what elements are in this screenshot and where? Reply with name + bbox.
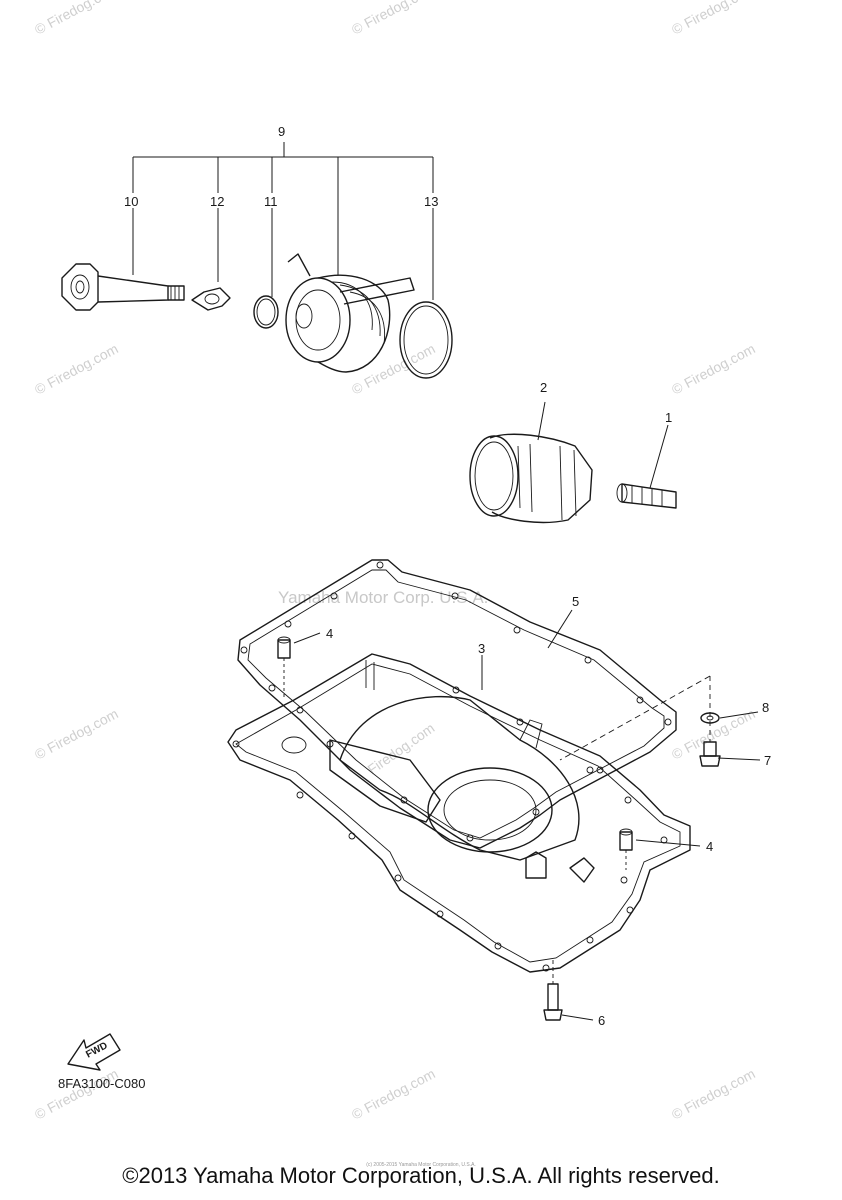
callout-13: 13 — [424, 194, 438, 209]
watermark: © Firedog.com — [32, 340, 121, 397]
part-stud — [616, 483, 677, 509]
callout-2: 2 — [540, 380, 547, 395]
callout-11: 11 — [264, 194, 278, 209]
watermark-center: Yamaha Motor Corp. U.S.A. — [278, 588, 488, 607]
callout-4-upper: 4 — [326, 626, 333, 641]
part-drain-bolt — [699, 741, 721, 767]
watermark: © Firedog.com — [32, 1065, 121, 1122]
tiny-notice: (c) 2005-2015 Yamaha Motor Corporation, … — [366, 1162, 476, 1168]
callout-6: 6 — [598, 1013, 605, 1028]
watermarks: © Firedog.com © Firedog.com © Firedog.co… — [32, 0, 758, 1123]
part-dowel-pin-upper — [277, 636, 291, 700]
part-oil-pan — [227, 653, 691, 973]
alignment-lines — [552, 675, 711, 984]
callout-5: 5 — [572, 594, 579, 609]
callouts: 9 10 12 11 13 2 1 5 4 3 8 7 4 6 — [124, 124, 771, 1028]
part-union-bolt — [61, 263, 185, 311]
watermark: © Firedog.com — [669, 0, 758, 38]
diagram-code: 8FA3100-C080 — [58, 1076, 145, 1091]
callout-9: 9 — [278, 124, 285, 139]
watermark: © Firedog.com — [349, 0, 438, 38]
fwd-arrow: FWD — [67, 1033, 121, 1071]
watermark: © Firedog.com — [669, 340, 758, 397]
part-dowel-pin-lower — [619, 828, 633, 870]
watermark: © Firedog.com — [32, 705, 121, 762]
part-lock-washer — [191, 287, 231, 311]
part-o-ring-large — [399, 301, 453, 379]
watermark-inline: Firedog.com — [365, 720, 438, 778]
callout-8: 8 — [762, 700, 769, 715]
callout-4-lower: 4 — [706, 839, 713, 854]
watermark: © Firedog.com — [669, 1065, 758, 1122]
copyright-notice: ©2013 Yamaha Motor Corporation, U.S.A. A… — [122, 1163, 720, 1188]
watermark: © Firedog.com — [349, 1065, 438, 1122]
callout-10: 10 — [124, 194, 138, 209]
callout-3: 3 — [478, 641, 485, 656]
watermark: © Firedog.com — [349, 340, 438, 397]
watermark: © Firedog.com — [32, 0, 121, 38]
part-oil-filter — [469, 433, 593, 524]
leader-lines — [293, 401, 761, 1021]
callout-7: 7 — [764, 753, 771, 768]
pan-holes — [232, 686, 668, 972]
bracket-9 — [132, 142, 434, 300]
part-gasket — [237, 559, 677, 849]
callout-1: 1 — [665, 410, 672, 425]
part-o-ring-small — [253, 295, 279, 329]
part-oil-cooler — [285, 253, 415, 373]
gasket-holes — [240, 561, 672, 842]
callout-12: 12 — [210, 194, 224, 209]
part-pan-bolt — [543, 983, 563, 1021]
